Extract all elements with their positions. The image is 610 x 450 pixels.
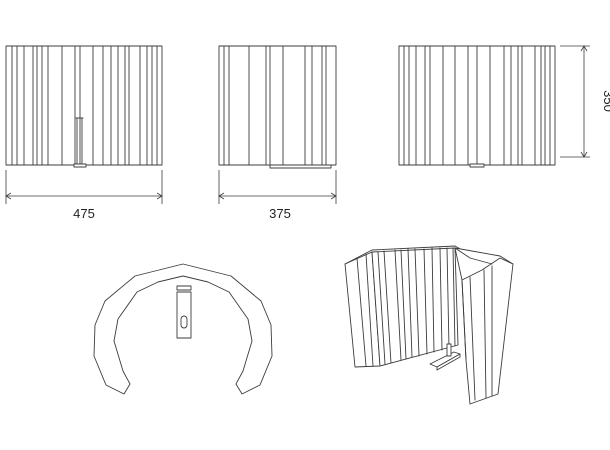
height-dimension: 350 — [560, 45, 610, 158]
front-view-slats — [11, 45, 158, 166]
perspective-view — [344, 245, 514, 405]
front-view-outline — [5, 45, 163, 166]
back-view — [398, 45, 556, 168]
side-width-label: 375 — [269, 206, 291, 221]
back-view-slats — [403, 45, 551, 166]
side-view — [218, 45, 337, 169]
back-view-foot — [469, 163, 485, 168]
side-view-outline — [218, 45, 337, 166]
height-label: 350 — [601, 90, 610, 112]
top-view — [93, 263, 273, 395]
side-view-foot — [269, 164, 332, 169]
side-width-dimension: 375 — [218, 170, 337, 221]
front-width-dimension: 475 — [5, 170, 163, 221]
front-width-label: 475 — [73, 206, 95, 221]
perspective-bracket — [429, 343, 461, 371]
front-view — [5, 45, 163, 168]
side-view-slats — [223, 45, 327, 166]
top-view-outline — [93, 263, 273, 395]
front-view-foot — [73, 117, 87, 168]
top-view-bracket — [176, 285, 192, 339]
